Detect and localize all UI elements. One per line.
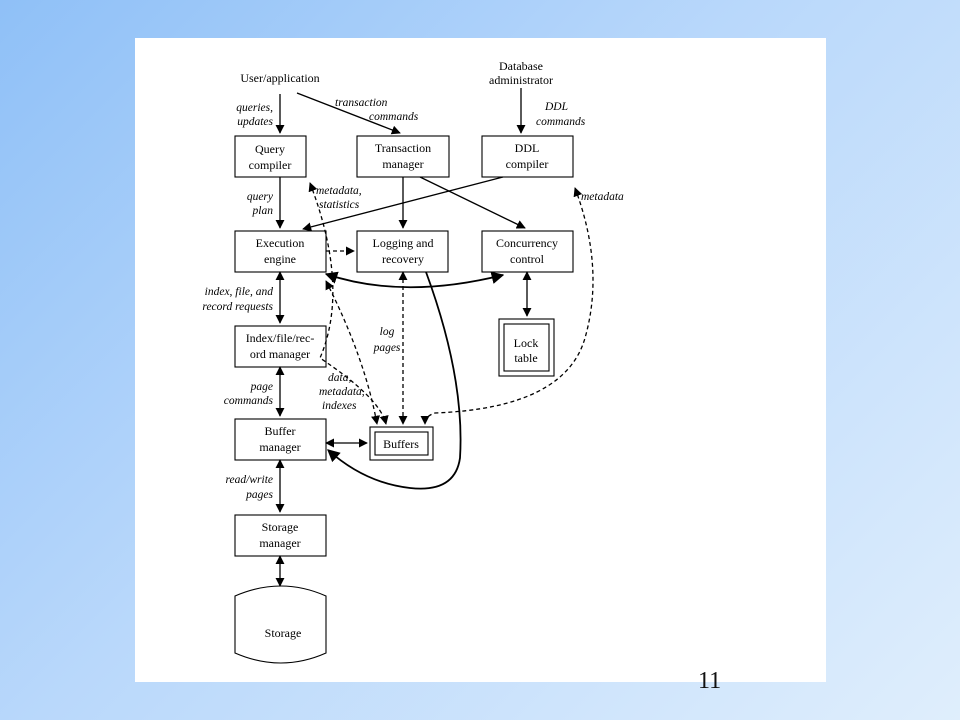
svg-text:Lock: Lock [514,336,539,350]
svg-text:Query: Query [255,142,285,156]
svg-text:commands: commands [536,116,586,128]
svg-text:data,: data, [328,372,351,384]
edge-execution-concurrency [324,271,505,289]
svg-text:pages: pages [245,489,273,501]
transaction-manager-box: Transaction manager [356,135,450,178]
svg-text:Transaction: Transaction [375,141,431,155]
execution-engine-box: Execution engine [234,230,327,273]
svg-text:pages: pages [373,342,401,354]
svg-text:commands: commands [369,111,419,123]
svg-text:table: table [514,351,537,365]
edge-data-metadata-indexes [325,280,381,425]
svg-text:compiler: compiler [506,157,549,171]
svg-text:Storage: Storage [265,626,302,640]
svg-text:administrator: administrator [489,73,553,87]
svg-text:Concurrency: Concurrency [496,236,558,250]
svg-text:query: query [247,191,274,203]
svg-text:metadata: metadata [581,191,624,203]
svg-text:page: page [250,381,273,393]
svg-text:updates: updates [237,116,273,128]
lock-table-box: Lock table [498,318,555,377]
svg-text:Buffers: Buffers [383,437,419,451]
storage-cylinder: Storage [234,585,327,664]
svg-text:manager: manager [259,440,300,454]
edge-transaction-commands [296,92,401,135]
svg-text:queries,: queries, [236,102,273,114]
user-application-label: User/application [240,71,319,85]
svg-text:statistics: statistics [319,199,360,211]
concurrency-control-box: Concurrency control [481,230,574,273]
dbms-architecture-diagram: User/application Database administrator … [202,59,624,664]
svg-text:record requests: record requests [202,301,273,313]
svg-text:indexes: indexes [322,400,357,412]
svg-text:manager: manager [382,157,423,171]
svg-text:control: control [510,252,545,266]
svg-text:commands: commands [224,395,274,407]
edge-metadata-statistics [308,182,389,425]
svg-text:log: log [380,326,395,338]
buffer-manager-box: Buffer manager [234,418,327,461]
user-application-node: User/application [240,71,319,85]
svg-text:ord manager: ord manager [250,347,310,361]
svg-text:Database: Database [499,59,543,73]
svg-text:compiler: compiler [249,158,292,172]
svg-text:plan: plan [252,205,274,217]
svg-text:recovery: recovery [382,252,424,266]
ddl-compiler-box: DDL compiler [481,135,574,178]
database-administrator-node: Database administrator [489,59,553,87]
svg-text:manager: manager [259,536,300,550]
svg-text:engine: engine [264,252,296,266]
svg-text:transaction: transaction [335,97,388,109]
svg-text:Index/file/rec-: Index/file/rec- [246,331,315,345]
diagram-panel: User/application Database administrator … [135,38,826,682]
storage-manager-box: Storage manager [234,514,327,557]
svg-text:Buffer: Buffer [264,424,295,438]
logging-recovery-box: Logging and recovery [356,230,449,273]
svg-text:Execution: Execution [256,236,305,250]
svg-text:metadata,: metadata, [319,386,365,398]
svg-text:Storage: Storage [262,520,299,534]
svg-text:DDL: DDL [544,101,568,113]
buffers-box: Buffers [369,426,434,461]
svg-text:read/write: read/write [226,474,274,486]
edge-metadata-ddl-buffers [420,187,594,425]
index-file-record-manager-box: Index/file/rec- ord manager [234,325,327,368]
svg-text:metadata,: metadata, [316,185,362,197]
svg-text:Logging and: Logging and [373,236,434,250]
slide-number: 11 [698,668,722,694]
svg-text:DDL: DDL [515,141,540,155]
svg-text:index, file, and: index, file, and [205,286,274,298]
query-compiler-box: Query compiler [234,135,307,178]
